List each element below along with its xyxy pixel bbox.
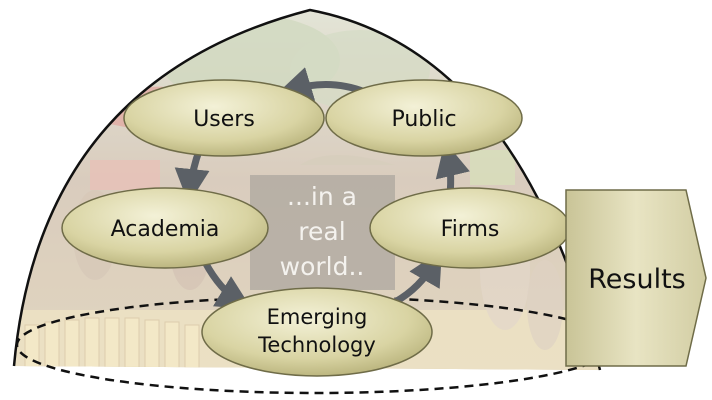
center-caption-line2: real <box>298 217 345 246</box>
center-caption: ...in a real world.. <box>280 182 365 281</box>
results-label: Results <box>588 264 686 295</box>
results-box: Results <box>565 189 707 367</box>
center-caption-line3: world.. <box>280 252 365 281</box>
node-academia-label: Academia <box>111 217 220 242</box>
node-academia: Academia <box>61 187 269 269</box>
node-firms: Firms <box>369 187 571 269</box>
node-firms-label: Firms <box>441 217 500 242</box>
node-public-label: Public <box>391 107 456 132</box>
center-caption-line1: ...in a <box>287 182 357 211</box>
node-users-label: Users <box>193 107 255 132</box>
node-users: Users <box>123 79 325 157</box>
node-emerging-label-line2: Technology <box>257 333 376 357</box>
dome-outline <box>12 8 602 371</box>
node-emerging-technology: Emerging Technology <box>201 287 433 377</box>
node-public: Public <box>325 79 523 157</box>
arrow-emerging-to-firms <box>391 249 442 306</box>
node-emerging-label-line1: Emerging <box>267 305 368 329</box>
